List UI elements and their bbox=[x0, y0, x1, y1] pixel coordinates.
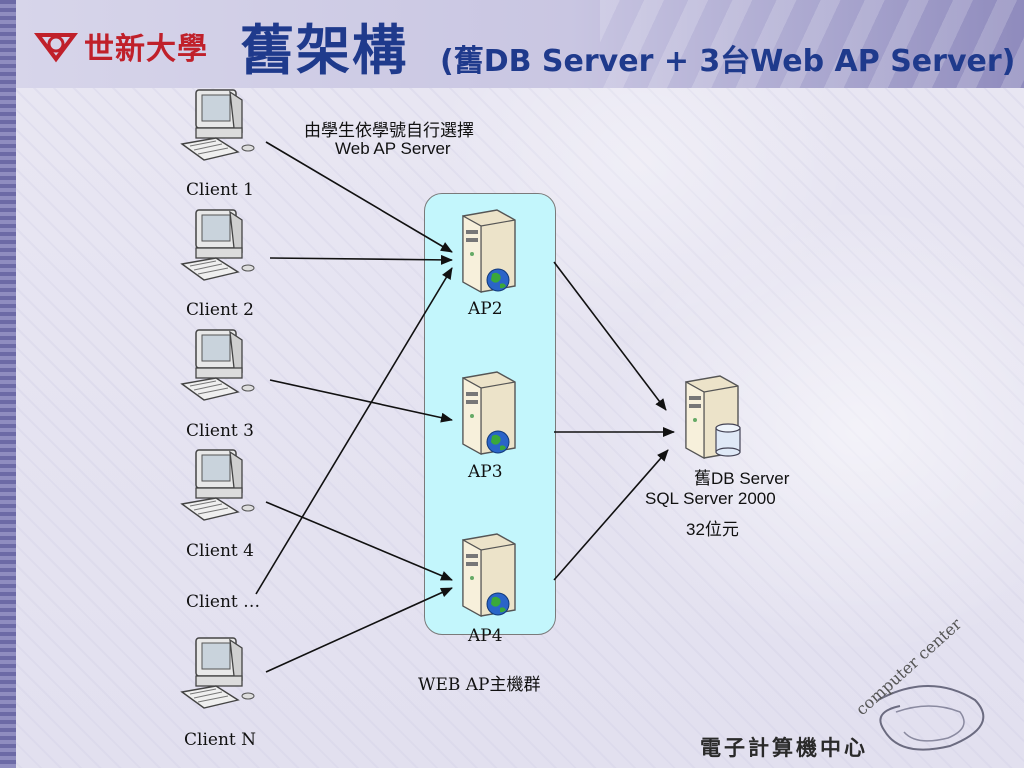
line-clientx-ap2 bbox=[255, 267, 453, 595]
page-subtitle: (舊DB Server + 3台Web AP Server) bbox=[440, 44, 1016, 79]
university-seal-icon bbox=[34, 33, 78, 63]
line-ap4-db bbox=[553, 449, 669, 581]
line-client1-ap2 bbox=[265, 141, 453, 253]
client-label: Client 1 bbox=[186, 180, 254, 200]
selection-note-line2: Web AP Server bbox=[335, 139, 451, 158]
client-label: Client 2 bbox=[186, 300, 254, 320]
computer-icon bbox=[181, 449, 255, 521]
db-server-arch: 32位元 bbox=[686, 520, 739, 539]
client-label: Client … bbox=[186, 592, 261, 612]
header-decoration bbox=[600, 0, 1024, 88]
computer-icon bbox=[181, 209, 255, 281]
computer-icon bbox=[181, 89, 255, 161]
ap-server-label: AP4 bbox=[468, 626, 503, 646]
database-cylinder-icon bbox=[715, 423, 741, 457]
line-ap2-db bbox=[553, 261, 667, 411]
svg-text:computer center: computer center bbox=[852, 614, 965, 719]
cluster-label: WEB AP主機群 bbox=[418, 675, 541, 695]
computer-icon bbox=[181, 637, 255, 709]
db-server-software: SQL Server 2000 bbox=[645, 489, 776, 508]
university-name: 世新大學 bbox=[84, 32, 208, 67]
client-label: Client 3 bbox=[186, 421, 254, 441]
line-client2-ap2 bbox=[269, 254, 453, 265]
ap-server-label: AP2 bbox=[468, 299, 503, 319]
globe-icon bbox=[486, 430, 510, 454]
header-band bbox=[16, 0, 1024, 88]
globe-icon bbox=[486, 268, 510, 292]
client-label: Client 4 bbox=[186, 541, 254, 561]
db-server-name: 舊DB Server bbox=[694, 469, 790, 488]
globe-icon bbox=[486, 592, 510, 616]
line-clientn-ap4 bbox=[265, 587, 453, 673]
left-decorative-strip bbox=[0, 0, 16, 768]
computer-center-logo-icon: computer center bbox=[852, 614, 985, 751]
selection-note-line1: 由學生依學號自行選擇 bbox=[304, 121, 474, 140]
page-title: 舊架構 bbox=[240, 19, 408, 82]
ap-server-label: AP3 bbox=[468, 462, 503, 482]
university-logo: 世新大學 bbox=[34, 24, 208, 68]
footer-org-name: 電子計算機中心 bbox=[700, 736, 868, 760]
computer-icon bbox=[181, 329, 255, 401]
client-label: Client N bbox=[184, 730, 257, 750]
line-client4-ap4 bbox=[265, 501, 453, 581]
line-client3-ap3 bbox=[269, 379, 453, 423]
